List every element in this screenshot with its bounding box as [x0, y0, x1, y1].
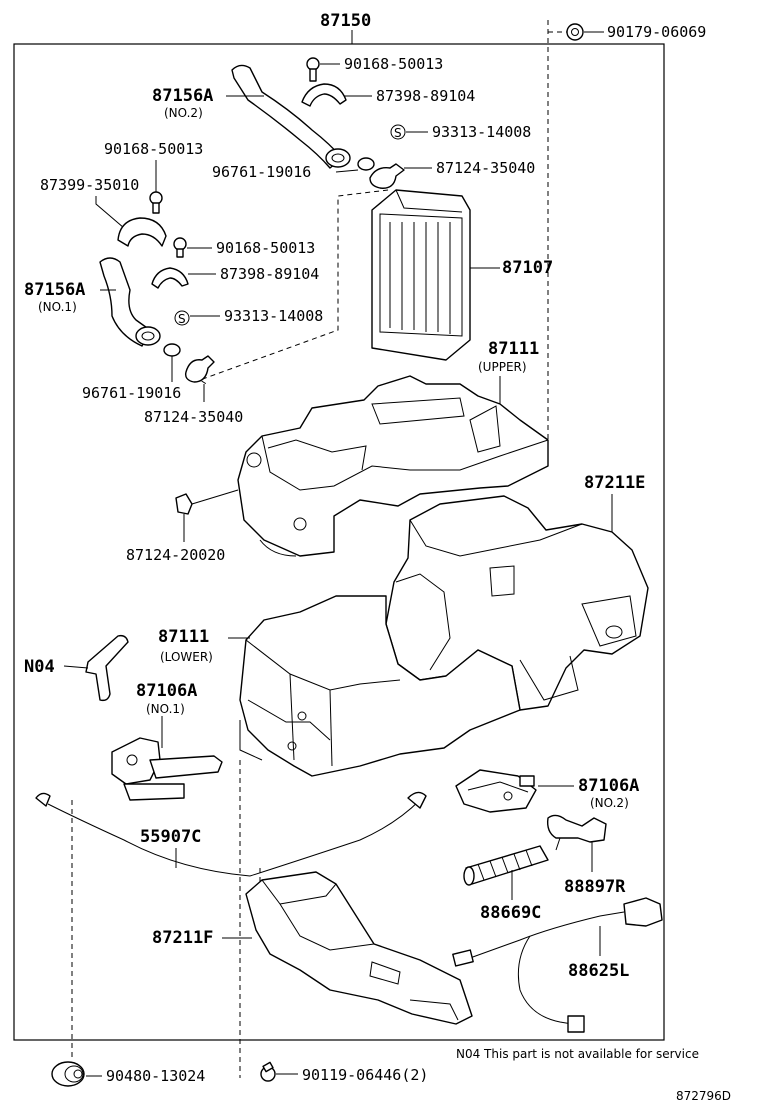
lever-n04: [85, 634, 129, 702]
duct-87211f: [245, 871, 473, 1025]
grommet-icon: [51, 1061, 85, 1087]
clamp-87124-mid: [184, 355, 215, 383]
clamp-87124-top: [369, 163, 405, 189]
bolt-icon: [260, 1061, 276, 1082]
label-87156a-no2: 87156A: [152, 86, 213, 106]
label-90179-06069: 90179-06069: [607, 23, 706, 41]
clamp-mid: [151, 267, 189, 289]
label-87106a-no2: 87106A: [578, 776, 639, 796]
label-87398-89104-top: 87398-89104: [376, 87, 475, 105]
label-96761-19016-mid: 96761-19016: [82, 384, 181, 402]
clamp-top: [301, 83, 347, 107]
label-87399-35010: 87399-35010: [40, 176, 139, 194]
label-88897r: 88897R: [564, 877, 626, 897]
servo-87106a-no2: [455, 769, 537, 813]
label-87124-20020: 87124-20020: [126, 546, 225, 564]
hose-87156a-no2: [231, 64, 343, 169]
s-mark-top: S: [394, 126, 402, 140]
label-87211e: 87211E: [584, 473, 645, 493]
label-87106a-no1: 87106A: [136, 681, 197, 701]
label-87111-lower: 87111: [158, 627, 209, 647]
label-87111-lower-sub: (LOWER): [160, 650, 213, 664]
bolt-icon: [149, 191, 163, 214]
label-87111-upper-sub: (UPPER): [478, 360, 527, 374]
diagram-code: 872796D: [676, 1089, 731, 1103]
case-87111-lower: [239, 595, 521, 777]
sensor-88897r: [546, 814, 607, 851]
o-ring-mid: [163, 343, 181, 357]
clip-87124-20020: [175, 493, 193, 515]
label-93313-14008-top: 93313-14008: [432, 123, 531, 141]
label-90480-13024: 90480-13024: [106, 1067, 205, 1085]
label-87106a-no2-sub: (NO.2): [590, 796, 629, 810]
label-n04: N04: [24, 657, 55, 677]
label-88625l: 88625L: [568, 961, 629, 981]
assembly-number: 87150: [320, 11, 371, 31]
servo-87106a-no1: [111, 737, 223, 801]
label-87106a-no1-sub: (NO.1): [146, 702, 185, 716]
duct-87211e: [385, 495, 649, 711]
clamp-87399: [117, 217, 167, 247]
heater-core-87107: [371, 189, 471, 361]
label-55907c: 55907C: [140, 827, 201, 847]
cable-55907c: [35, 792, 51, 807]
label-87124-35040-top: 87124-35040: [436, 159, 535, 177]
service-note: N04 This part is not available for servi…: [456, 1047, 699, 1061]
label-90168-50013-mid: 90168-50013: [216, 239, 315, 257]
label-90119-06446: 90119-06446(2): [302, 1066, 428, 1084]
label-87398-89104-mid: 87398-89104: [220, 265, 319, 283]
tube-88669c: [463, 845, 549, 886]
cable-55907c-wire: [47, 803, 251, 877]
label-87111-upper: 87111: [488, 339, 539, 359]
s-mark-mid: S: [178, 312, 186, 326]
label-93313-14008-mid: 93313-14008: [224, 307, 323, 325]
label-87107: 87107: [502, 258, 553, 278]
case-87111-upper: [237, 375, 549, 557]
label-87124-35040-mid: 87124-35040: [144, 408, 243, 426]
label-90168-50013-left: 90168-50013: [104, 140, 203, 158]
label-90168-50013-top: 90168-50013: [344, 55, 443, 73]
label-87156a-no1-sub: (NO.1): [38, 300, 77, 314]
assembly-frame: [13, 43, 665, 1041]
label-96761-19016-top: 96761-19016: [212, 163, 311, 181]
label-87211f: 87211F: [152, 928, 213, 948]
bolt-icon: [306, 57, 320, 82]
o-ring-top: [357, 157, 375, 171]
label-87156a-no1: 87156A: [24, 280, 85, 300]
label-88669c: 88669C: [480, 903, 541, 923]
harness-88625l: [452, 897, 663, 1033]
label-87156a-no2-sub: (NO.2): [164, 106, 203, 120]
nut-icon: [566, 23, 584, 41]
bolt-icon: [173, 237, 187, 258]
